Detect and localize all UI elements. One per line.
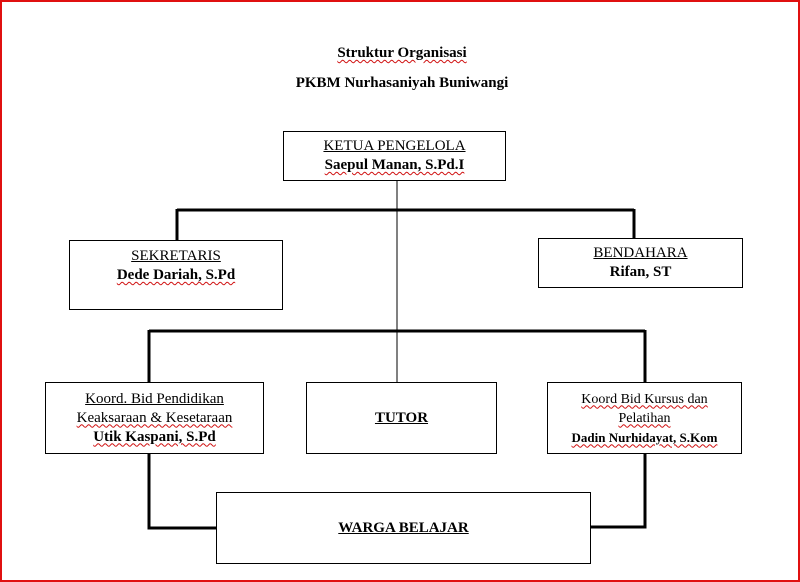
koord-kursus-role-line2: Pelatihan (618, 410, 671, 426)
bendahara-role: BENDAHARA (593, 245, 688, 261)
node-sekretaris: SEKRETARIS Dede Dariah, S.Pd (69, 240, 283, 310)
connector-right-to-warga (591, 454, 647, 529)
koord-pendidikan-name: Utik Kaspani, S.Pd (93, 428, 216, 445)
node-koord-kursus: Koord Bid Kursus dan Pelatihan Dadin Nur… (547, 382, 742, 454)
node-ketua-pengelola: KETUA PENGELOLA Saepul Manan, S.Pd.I (283, 131, 506, 181)
koord-kursus-role-line1: Koord Bid Kursus dan (581, 391, 708, 407)
node-koord-pendidikan: Koord. Bid Pendidikan Keaksaraan & Keset… (45, 382, 264, 454)
tutor-label: TUTOR (374, 409, 429, 426)
ketua-name: Saepul Manan, S.Pd.I (324, 157, 465, 173)
koord-pendidikan-role-line1: Koord. Bid Pendidikan (85, 390, 224, 407)
node-bendahara: BENDAHARA Rifan, ST (538, 238, 743, 288)
connector-left-to-warga (147, 454, 216, 530)
node-warga-belajar: WARGA BELAJAR (216, 492, 591, 564)
koord-kursus-name: Dadin Nurhidayat, S.Kom (571, 429, 718, 445)
warga-belajar-label: WARGA BELAJAR (338, 519, 469, 536)
chart-title: Struktur Organisasi (337, 45, 467, 61)
chart-subtitle: PKBM Nurhasaniyah Buniwangi (295, 75, 509, 91)
ketua-role: KETUA PENGELOLA (323, 138, 466, 154)
koord-pendidikan-role-line2: Keaksaraan & Kesetaraan (76, 409, 233, 426)
node-tutor: TUTOR (306, 382, 497, 454)
bendahara-name: Rifan, ST (609, 264, 672, 280)
sekretaris-name: Dede Dariah, S.Pd (116, 267, 236, 283)
sekretaris-role: SEKRETARIS (131, 248, 221, 264)
